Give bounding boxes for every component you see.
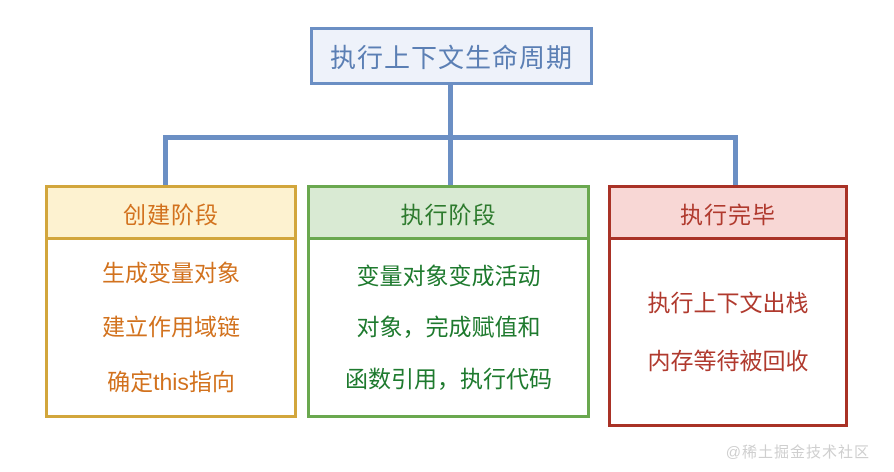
- phase-node-execution: 执行阶段 变量对象变成活动 对象，完成赋值和 函数引用，执行代码: [307, 185, 590, 418]
- connector-drop-left: [163, 135, 168, 185]
- phase-item: 对象，完成赋值和: [356, 314, 541, 341]
- phase-header-finished: 执行完毕: [611, 188, 845, 240]
- phase-item: 内存等待被回收: [647, 348, 809, 374]
- phase-body-creation: 生成变量对象 建立作用域链 确定this指向: [48, 240, 294, 415]
- phase-body-finished: 执行上下文出栈 内存等待被回收: [611, 240, 845, 424]
- root-node-label: 执行上下文生命周期: [329, 42, 573, 73]
- connector-drop-right: [733, 135, 738, 185]
- connector-stem: [448, 85, 453, 139]
- phase-item: 变量对象变成活动: [356, 263, 541, 290]
- phase-node-finished: 执行完毕 执行上下文出栈 内存等待被回收: [608, 185, 848, 427]
- phase-item: 生成变量对象: [102, 260, 240, 287]
- phase-item: 函数引用，执行代码: [345, 365, 552, 392]
- phase-item: 建立作用域链: [102, 314, 240, 341]
- phase-body-execution: 变量对象变成活动 对象，完成赋值和 函数引用，执行代码: [310, 240, 587, 415]
- phase-node-creation: 创建阶段 生成变量对象 建立作用域链 确定this指向: [45, 185, 297, 418]
- phase-header-execution: 执行阶段: [310, 188, 587, 240]
- watermark: @稀土掘金技术社区: [725, 444, 870, 461]
- connector-drop-middle: [448, 135, 453, 185]
- root-node: 执行上下文生命周期: [310, 27, 593, 85]
- phase-item: 执行上下文出栈: [647, 289, 809, 316]
- phase-item: 确定this指向: [107, 368, 235, 395]
- phase-header-creation: 创建阶段: [48, 188, 294, 240]
